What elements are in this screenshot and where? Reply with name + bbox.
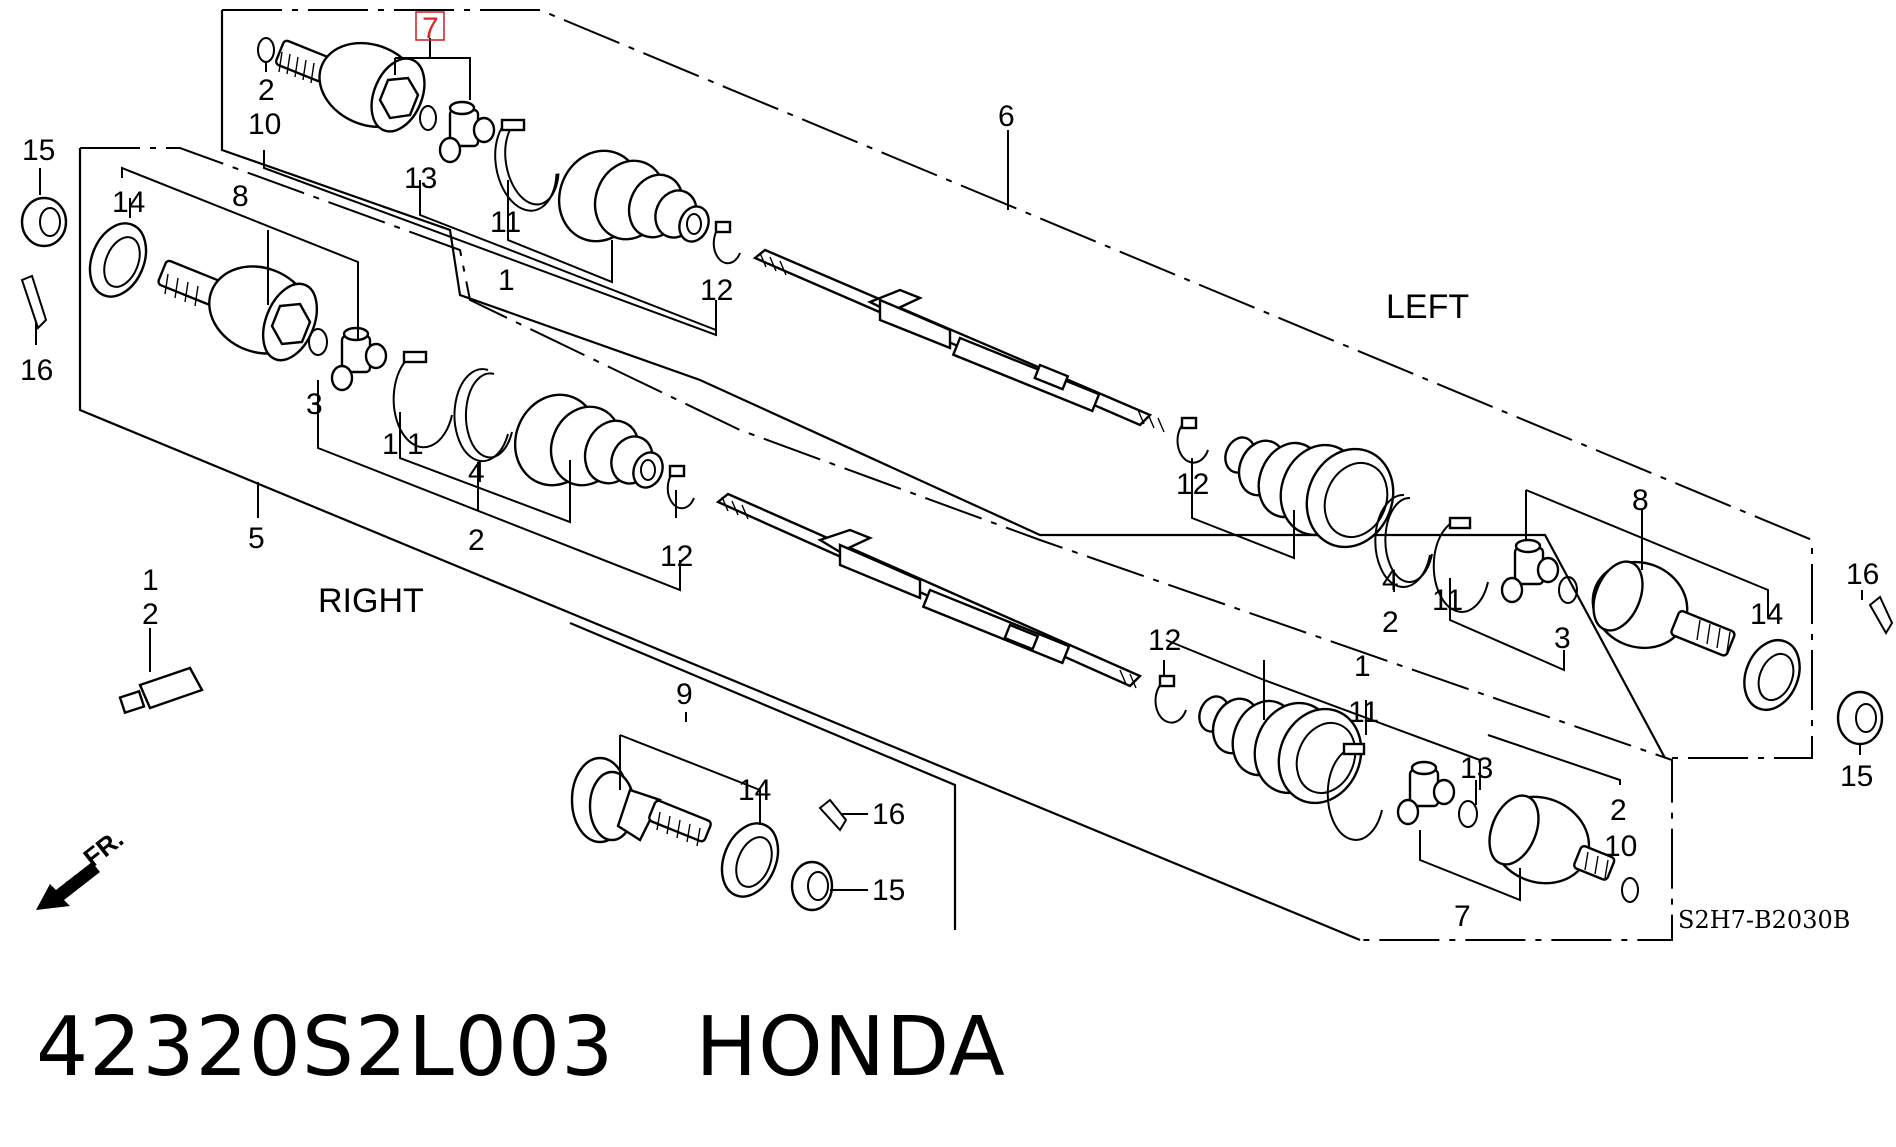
clip-right-upper bbox=[308, 328, 328, 356]
callout-12-lower-right: 12 bbox=[1148, 624, 1181, 657]
highlight-box bbox=[415, 11, 445, 41]
callout-12-left: 12 bbox=[660, 540, 693, 573]
spider-right-upper bbox=[330, 326, 388, 392]
callout-15-bottom: 15 bbox=[872, 874, 905, 907]
callout-14-right: 14 bbox=[1750, 598, 1783, 631]
part-number: 42320S2L003 bbox=[36, 1000, 615, 1095]
callout-11-mid: 1 1 bbox=[382, 428, 424, 461]
callout-11-right: 11 bbox=[1432, 584, 1463, 617]
callout-2-grease: 2 bbox=[142, 598, 159, 631]
right-assembly-frame-lower bbox=[78, 148, 1361, 942]
small-band-left-inner bbox=[1176, 416, 1209, 464]
callout-3-left: 3 bbox=[306, 388, 323, 421]
ring-left-inner bbox=[1374, 493, 1433, 588]
callout-8-right: 8 bbox=[1632, 484, 1649, 517]
callout-16-left: 16 bbox=[20, 354, 53, 387]
inboard-joint-right-inner bbox=[1488, 794, 1616, 885]
boot-right-upper bbox=[513, 393, 664, 489]
callout-13-top: 13 bbox=[404, 162, 437, 195]
left-assembly-frame-lower bbox=[220, 10, 1666, 759]
left-assembly-frame bbox=[222, 9, 1813, 759]
callout-14-bottom: 14 bbox=[738, 774, 771, 807]
callout-numbers: 7 2 10 13 11 1 12 6 LEFT 15 16 14 8 3 1 … bbox=[20, 11, 1879, 934]
callout-15-left: 15 bbox=[22, 134, 55, 167]
part-caption: 42320S2L003 HONDA bbox=[36, 1000, 1006, 1095]
callout-12-right: 12 bbox=[1176, 468, 1209, 501]
callout-7-lower-right: 7 bbox=[1454, 900, 1471, 933]
callout-1-grease: 1 bbox=[142, 564, 159, 597]
callout-13-lower-right: 13 bbox=[1460, 752, 1493, 785]
clip-left-inner bbox=[1558, 576, 1578, 604]
callout-5: 5 bbox=[248, 522, 265, 555]
callout-4-left: 4 bbox=[468, 456, 485, 489]
band-right-inner bbox=[1326, 742, 1383, 841]
callout-2-left: 2 bbox=[468, 524, 485, 557]
callout-4-right: 4 bbox=[1382, 564, 1399, 597]
pin-lower bbox=[818, 798, 848, 832]
lower-assembly-frame bbox=[569, 621, 957, 930]
callout-1-lower-right: 1 bbox=[1354, 650, 1371, 683]
spider-left-inner bbox=[1500, 538, 1560, 604]
callout-6: 6 bbox=[998, 100, 1015, 133]
diagram-code: S2H7-B2030B bbox=[1678, 906, 1850, 934]
callout-15-right: 15 bbox=[1840, 760, 1873, 793]
left-shaft bbox=[752, 248, 1165, 433]
callout-7-top: 7 bbox=[422, 12, 439, 45]
pin-left-side bbox=[20, 274, 48, 330]
band-top bbox=[494, 118, 560, 212]
callout-16-bottom: 16 bbox=[872, 798, 905, 831]
callout-10-top: 10 bbox=[248, 108, 281, 141]
nut-right-side bbox=[1836, 690, 1884, 746]
front-direction-arrow: FR. bbox=[36, 823, 129, 910]
callout-2-right: 2 bbox=[1382, 606, 1399, 639]
small-band-right-inner bbox=[1154, 674, 1187, 724]
nut-left-side bbox=[20, 196, 68, 248]
ring-right-upper bbox=[453, 368, 513, 463]
callout-11-lower-right: 11 bbox=[1348, 696, 1379, 729]
left-side-label: LEFT bbox=[1386, 288, 1469, 326]
seal-left-inner bbox=[1743, 639, 1801, 711]
outer-joint-right bbox=[157, 259, 319, 362]
pin-right-side bbox=[1868, 595, 1894, 635]
callout-16-right: 16 bbox=[1846, 558, 1879, 591]
leader-lines bbox=[35, 38, 1863, 902]
boot-left-inner bbox=[1224, 436, 1395, 549]
outboard-joint-lower bbox=[570, 756, 712, 847]
boot-right-inner bbox=[1198, 695, 1363, 805]
small-band-top bbox=[712, 220, 741, 265]
callout-11-top: 11 bbox=[490, 206, 521, 239]
spider-top bbox=[438, 100, 496, 164]
callout-10-lower-right: 10 bbox=[1604, 830, 1637, 863]
right-shaft bbox=[715, 492, 1143, 689]
inboard-joint-top bbox=[274, 39, 426, 133]
callout-12-top: 12 bbox=[700, 274, 733, 307]
band-left-inner bbox=[1432, 516, 1489, 613]
small-band-right-upper bbox=[666, 464, 695, 510]
band-right-upper bbox=[392, 350, 453, 449]
nut-lower bbox=[790, 860, 834, 912]
right-side-label: RIGHT bbox=[318, 582, 424, 620]
callout-1-top: 1 bbox=[498, 264, 515, 297]
clip-right-inner bbox=[1458, 800, 1478, 828]
circlip-right-inner bbox=[1621, 877, 1639, 903]
callout-9: 9 bbox=[676, 678, 693, 711]
outer-joint-left-inner bbox=[1591, 560, 1736, 657]
boot-top bbox=[557, 149, 710, 243]
callout-2-lower-right: 2 bbox=[1610, 794, 1627, 827]
right-assembly-frame bbox=[80, 147, 1673, 941]
seal-lower bbox=[720, 822, 780, 898]
front-direction-label: FR. bbox=[78, 823, 129, 872]
grease-tube bbox=[118, 666, 204, 715]
callout-14-left: 14 bbox=[112, 186, 145, 219]
callout-2-top: 2 bbox=[258, 74, 275, 107]
callout-3-right: 3 bbox=[1554, 622, 1571, 655]
brand-name: HONDA bbox=[695, 1000, 1006, 1095]
spider-right-inner bbox=[1396, 760, 1456, 826]
seal-left-side bbox=[88, 222, 148, 298]
callout-8-left: 8 bbox=[232, 180, 249, 213]
